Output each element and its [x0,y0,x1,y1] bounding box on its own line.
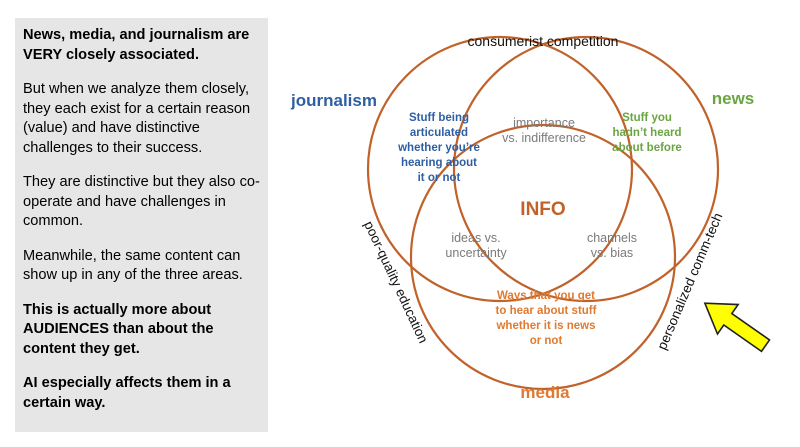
journalism-line: articulated [410,127,468,139]
yellow-arrow-icon [703,302,771,353]
panel-paragraph-5: This is actually more about AUDIENCES th… [23,301,214,357]
panel-paragraph-6: AI especially affects them in a certain … [23,375,231,411]
media-line: Ways that you get [497,290,595,302]
media-line: to hear about stuff [496,305,597,317]
media-description: Ways that you get to hear about stuff wh… [495,290,596,347]
panel-paragraph-1: News, media, and journalism are VERY clo… [23,27,250,63]
overlap-line: vs. indifference [502,131,586,145]
overlap-line: ideas vs. [451,231,500,245]
text-panel: News, media, and journalism are VERY clo… [15,18,268,432]
journalism-line: whether you’re [397,142,480,154]
panel-paragraph-3: They are distinctive but they also co-op… [23,174,260,229]
media-title: media [520,383,570,402]
news-circle [452,35,720,303]
media-line: or not [530,335,563,347]
panel-paragraph-2: But when we analyze them closely, they e… [23,81,251,156]
overlap-line: channels [587,231,637,245]
journalism-title: journalism [290,91,377,110]
journalism-line: hearing about [401,157,477,169]
overlap-line: uncertainty [445,246,507,260]
center-label: INFO [520,199,565,220]
news-title: news [712,89,755,108]
journalism-line: Stuff being [409,112,469,124]
left-side-label: poor-quality education [361,219,431,346]
media-circle [409,123,677,391]
overlap-line: importance [513,116,575,130]
right-side-label: personalized comm-tech [654,211,725,352]
panel-paragraph-4: Meanwhile, the same content can show up … [23,247,243,284]
news-line: hadn’t heard [612,127,681,139]
journalism-line: it or not [418,172,461,184]
overlap-journalism-media: ideas vs. uncertainty [445,231,507,260]
news-line: Stuff you [622,112,672,124]
media-line: whether it is news [495,320,595,332]
news-description: Stuff you hadn’t heard about before [612,112,682,154]
overlap-journalism-news: importance vs. indifference [502,116,586,145]
journalism-circle [366,35,634,303]
top-label: consumerist competition [468,33,619,49]
journalism-description: Stuff being articulated whether you’re h… [397,112,480,184]
overlap-line: vs. bias [591,246,633,260]
news-line: about before [612,142,682,154]
overlap-news-media: channels vs. bias [587,231,637,260]
